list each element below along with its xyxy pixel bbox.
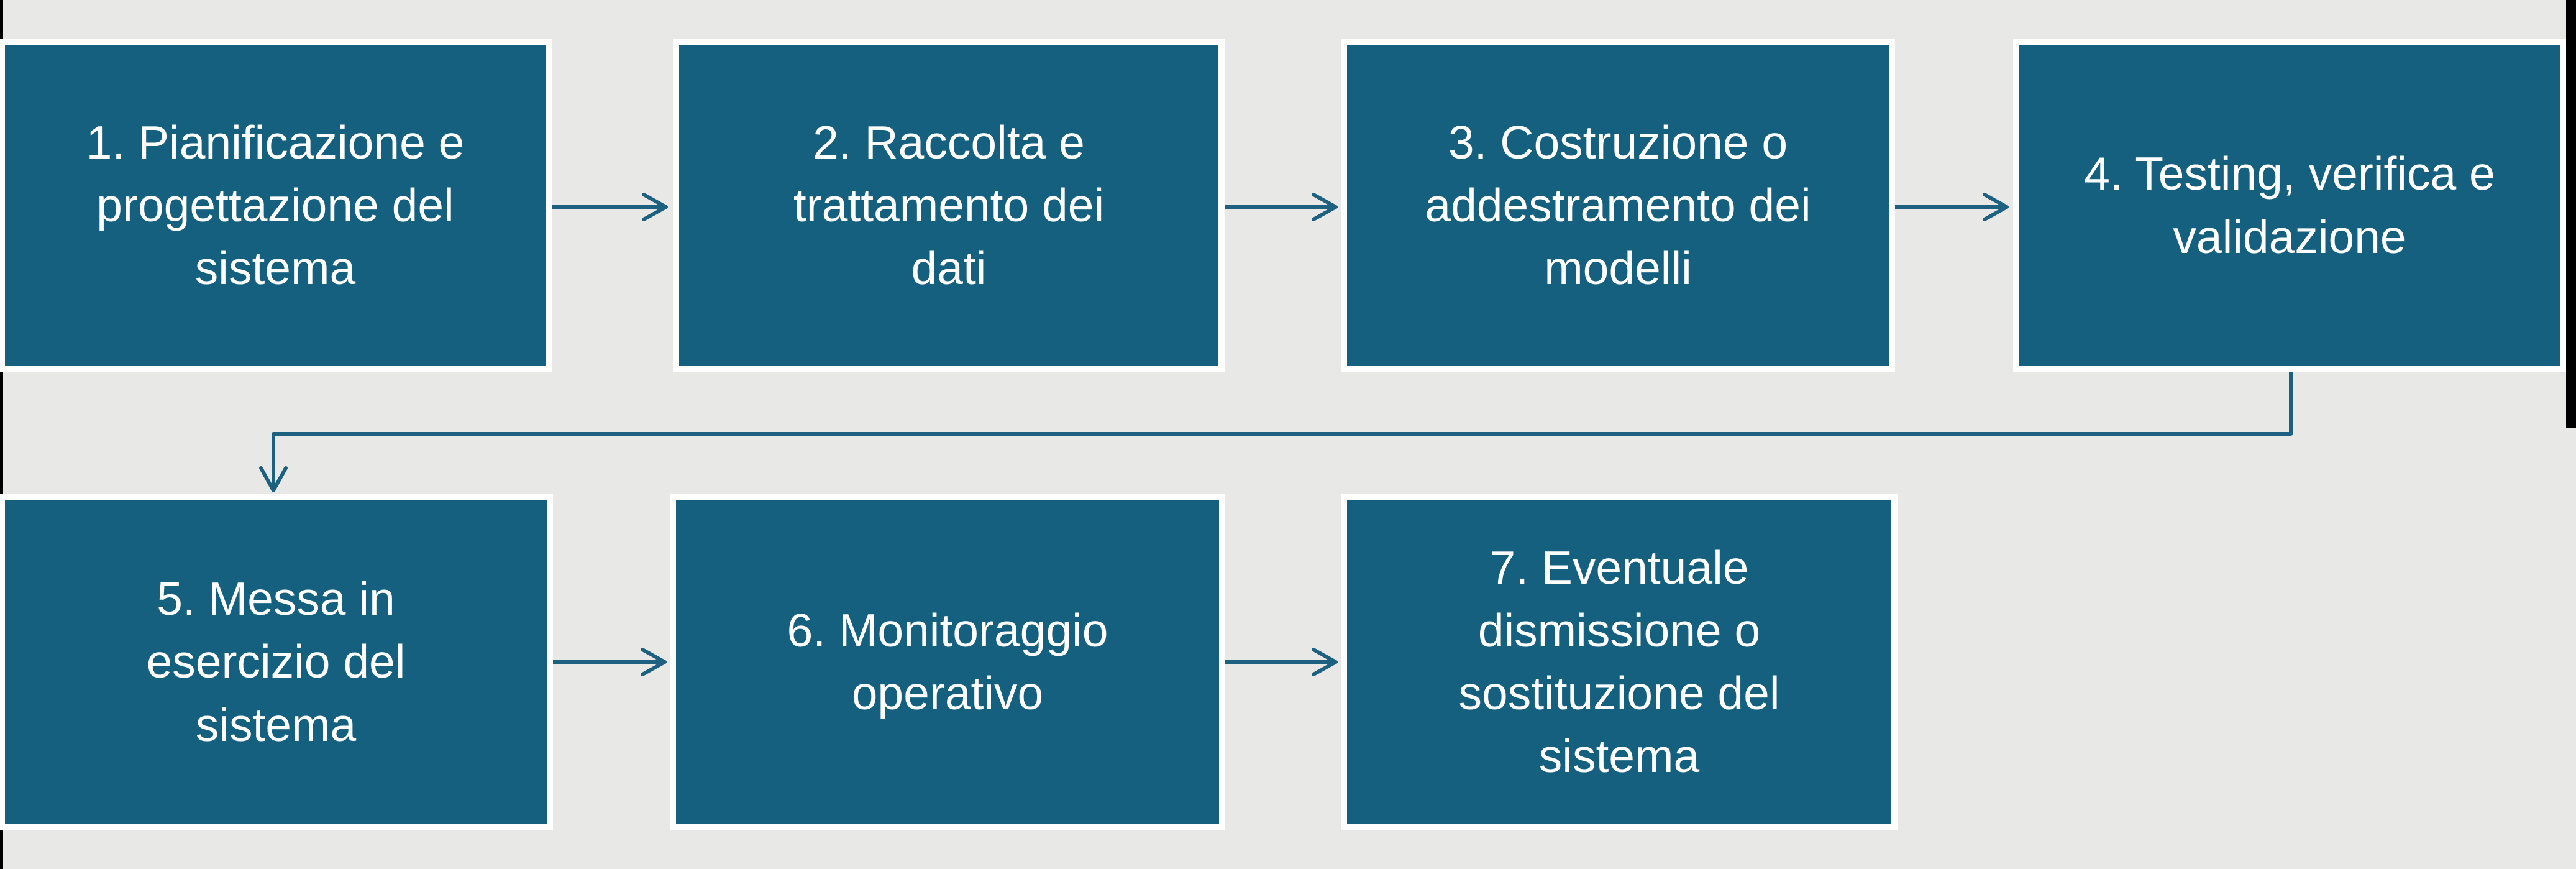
flow-step-1: 1. Pianificazione e progettazione del si…: [0, 39, 552, 372]
arrow-4-5-line: [272, 370, 2293, 487]
arrow-4-5-head: [259, 466, 288, 492]
arrow-1-2: [550, 193, 668, 221]
arrow-6-7: [1225, 648, 1338, 676]
arrow-4-5: [259, 370, 2293, 492]
left-edge-line: [0, 0, 3, 869]
arrow-2-3-head: [1312, 193, 1338, 221]
arrow-3-4-head: [1983, 193, 2009, 221]
flow-step-6: 6. Monitoraggio operativo: [670, 494, 1225, 830]
flow-step-5: 5. Messa in esercizio del sistema: [0, 494, 553, 830]
arrow-5-6: [553, 648, 667, 676]
arrow-1-2-head: [642, 193, 668, 221]
flow-step-3: 3. Costruzione o addestramento dei model…: [1341, 39, 1895, 372]
flow-step-4: 4. Testing, verifica e validazione: [2013, 39, 2566, 372]
arrow-5-6-head: [641, 648, 667, 676]
arrow-6-7-head: [1312, 648, 1338, 676]
flow-step-7: 7. Eventuale dismissione o sostituzione …: [1341, 494, 1898, 830]
flow-step-2: 2. Raccolta e trattamento dei dati: [673, 39, 1225, 372]
arrow-2-3: [1225, 193, 1338, 221]
arrow-3-4: [1895, 193, 2009, 221]
right-edge-line: [2566, 0, 2576, 428]
